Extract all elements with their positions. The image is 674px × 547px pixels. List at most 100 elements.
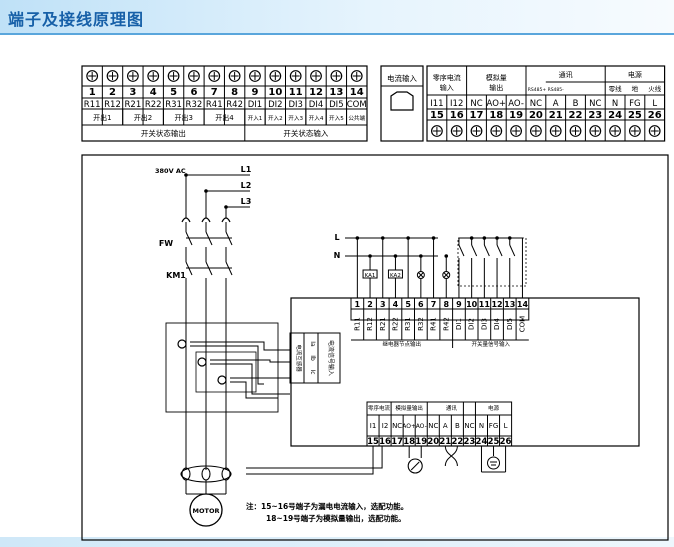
device-bottom-number: 22 xyxy=(451,437,463,447)
terminal-number: 7 xyxy=(211,87,218,98)
device-terminal-number: 14 xyxy=(517,300,529,309)
terminal-label: B xyxy=(573,99,579,109)
device-terminal-number: 12 xyxy=(491,300,502,309)
terminal-number: 10 xyxy=(268,87,282,98)
device-terminal-label: DI4 xyxy=(493,318,501,330)
ct-port-label: Ia xyxy=(309,341,316,347)
device-terminal-number: 6 xyxy=(418,300,424,309)
terminal-group-label: 开出1 xyxy=(93,113,111,122)
terminal-label: R11 xyxy=(84,100,101,110)
device-bottom-number: 17 xyxy=(391,437,403,447)
device-terminal-label: COM xyxy=(518,316,526,332)
sub-header: 火线 xyxy=(648,84,662,93)
group-header: 输出 xyxy=(489,83,503,92)
current-transformer-icon xyxy=(177,339,187,349)
group-header: 通讯 xyxy=(559,70,573,79)
contactor-label: KM1 xyxy=(166,271,186,280)
terminal-number: 25 xyxy=(628,110,642,121)
device-terminal-number: 7 xyxy=(431,300,437,309)
terminal-group-label: 开入1 xyxy=(248,115,263,122)
terminal-group-label: 开入3 xyxy=(288,115,303,122)
ct-inner xyxy=(195,351,257,393)
relay-coil-icon xyxy=(387,269,403,279)
terminal-number: 8 xyxy=(231,87,238,98)
input-switch xyxy=(496,244,503,257)
header-band: 端子及接线原理图 xyxy=(0,0,674,34)
device-terminal-label: R11 xyxy=(353,317,361,331)
ct-lead xyxy=(230,381,278,399)
device-terminal-label: R21 xyxy=(379,317,387,331)
current-input-label: 电流输入 xyxy=(387,73,417,83)
terminal-label: DI1 xyxy=(248,100,262,110)
device-terminal-label: DI2 xyxy=(468,318,476,330)
current-input-box xyxy=(380,65,424,142)
header-divider xyxy=(0,33,674,35)
junction-dot xyxy=(482,236,487,240)
terminal-number: 18 xyxy=(489,110,503,121)
terminal-number: 26 xyxy=(648,110,662,121)
note-line: 注：15~16号端子为漏电电流输入，选配功能。 xyxy=(246,501,408,511)
twisted-pair-icon xyxy=(444,445,458,467)
junction-dot xyxy=(507,236,512,240)
terminal-number: 12 xyxy=(309,87,323,98)
terminal-number: 2 xyxy=(109,87,116,98)
current-transformer-icon xyxy=(197,357,207,367)
device-terminal-number: 11 xyxy=(479,300,491,309)
device-bottom-number: 19 xyxy=(415,437,427,447)
ct-lead xyxy=(210,359,290,363)
ct-lead xyxy=(190,345,264,385)
ct-lead xyxy=(190,341,290,351)
lamp-cross xyxy=(443,272,450,278)
relay-label: KA1 xyxy=(365,273,376,279)
device-terminal-number: 5 xyxy=(405,300,411,309)
terminal-label: R41 xyxy=(206,100,223,110)
terminal-number: 19 xyxy=(509,110,523,121)
motor-label: MOTOR xyxy=(193,507,220,515)
terminal-number: 15 xyxy=(430,110,444,121)
group-header: 电源 xyxy=(628,70,642,79)
junction-dot xyxy=(368,254,372,258)
device-terminal-label: R22 xyxy=(391,317,399,331)
device-bottom-number: 21 xyxy=(439,437,451,447)
page-title: 端子及接线原理图 xyxy=(8,10,145,29)
terminal-group-label: 开出3 xyxy=(175,113,193,122)
sub-header: RS485+ RS485- xyxy=(528,87,564,93)
device-bottom-number: 20 xyxy=(427,437,439,447)
terminal-label: A xyxy=(553,99,559,109)
terminal-bottom-group-label: 开关状态输入 xyxy=(283,128,328,138)
terminal-label: R32 xyxy=(186,100,203,110)
phase-label: L1 xyxy=(241,165,252,174)
terminal-label: N xyxy=(612,99,618,109)
terminal-group-label: 开入4 xyxy=(309,115,324,122)
input-switch xyxy=(509,244,516,257)
ct-side-text: 电流信号输入 xyxy=(327,340,335,376)
neutral-label: N xyxy=(334,251,341,260)
terminal-number: 23 xyxy=(588,110,602,121)
zero-seq-lead xyxy=(246,446,383,469)
relay-coil-icon xyxy=(362,269,378,279)
terminal-label: AO+ xyxy=(487,99,506,109)
terminal-label: FG xyxy=(629,99,640,109)
terminal-number: 17 xyxy=(470,110,484,121)
device-group-label: 继电器节点输出 xyxy=(383,340,422,348)
device-bottom-number: 18 xyxy=(403,437,415,447)
bottom-header: 零序电流 xyxy=(368,404,391,412)
bottom-header: 电源 xyxy=(488,404,500,412)
device-bottom-number: 26 xyxy=(500,437,512,447)
terminal-number: 21 xyxy=(549,110,563,121)
junction-dot xyxy=(355,236,360,240)
input-switch xyxy=(483,244,490,257)
junction-dot xyxy=(380,236,385,240)
terminal-label: R22 xyxy=(145,100,162,110)
device-terminal-label: R32 xyxy=(417,317,425,331)
device-bottom-label: NC xyxy=(464,422,474,430)
terminal-number: 5 xyxy=(170,87,177,98)
device-bottom-label: A xyxy=(443,422,448,430)
sub-header: 地 xyxy=(632,84,639,93)
device-bottom-number: 23 xyxy=(464,437,476,447)
fuse-icon xyxy=(181,217,191,223)
fuse-icon xyxy=(201,217,211,223)
device-bottom-number: 15 xyxy=(367,437,379,447)
phase-label: L2 xyxy=(241,181,252,190)
diagram-frame xyxy=(81,154,669,541)
